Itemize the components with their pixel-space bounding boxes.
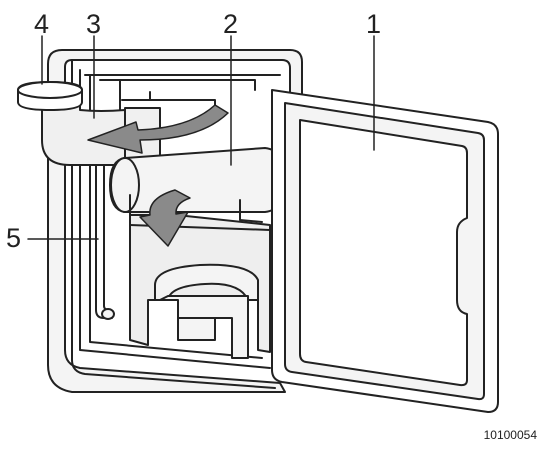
cylinder-chamber (109, 147, 286, 223)
base-handle (154, 263, 259, 359)
pipe-cap (17, 81, 83, 111)
airflow-arrow-upper (87, 104, 229, 154)
callout-4: 4 (34, 9, 50, 39)
callout-5: 5 (6, 223, 22, 253)
callout-2: 2 (223, 9, 239, 39)
open-door (271, 89, 499, 413)
callout-3: 3 (86, 9, 102, 39)
drain-tube (95, 149, 115, 320)
callout-1: 1 (366, 9, 382, 39)
airflow-arrow-lower (139, 189, 191, 247)
leader-lines (27, 35, 375, 240)
figure-reference-number: 10100054 (483, 428, 537, 442)
